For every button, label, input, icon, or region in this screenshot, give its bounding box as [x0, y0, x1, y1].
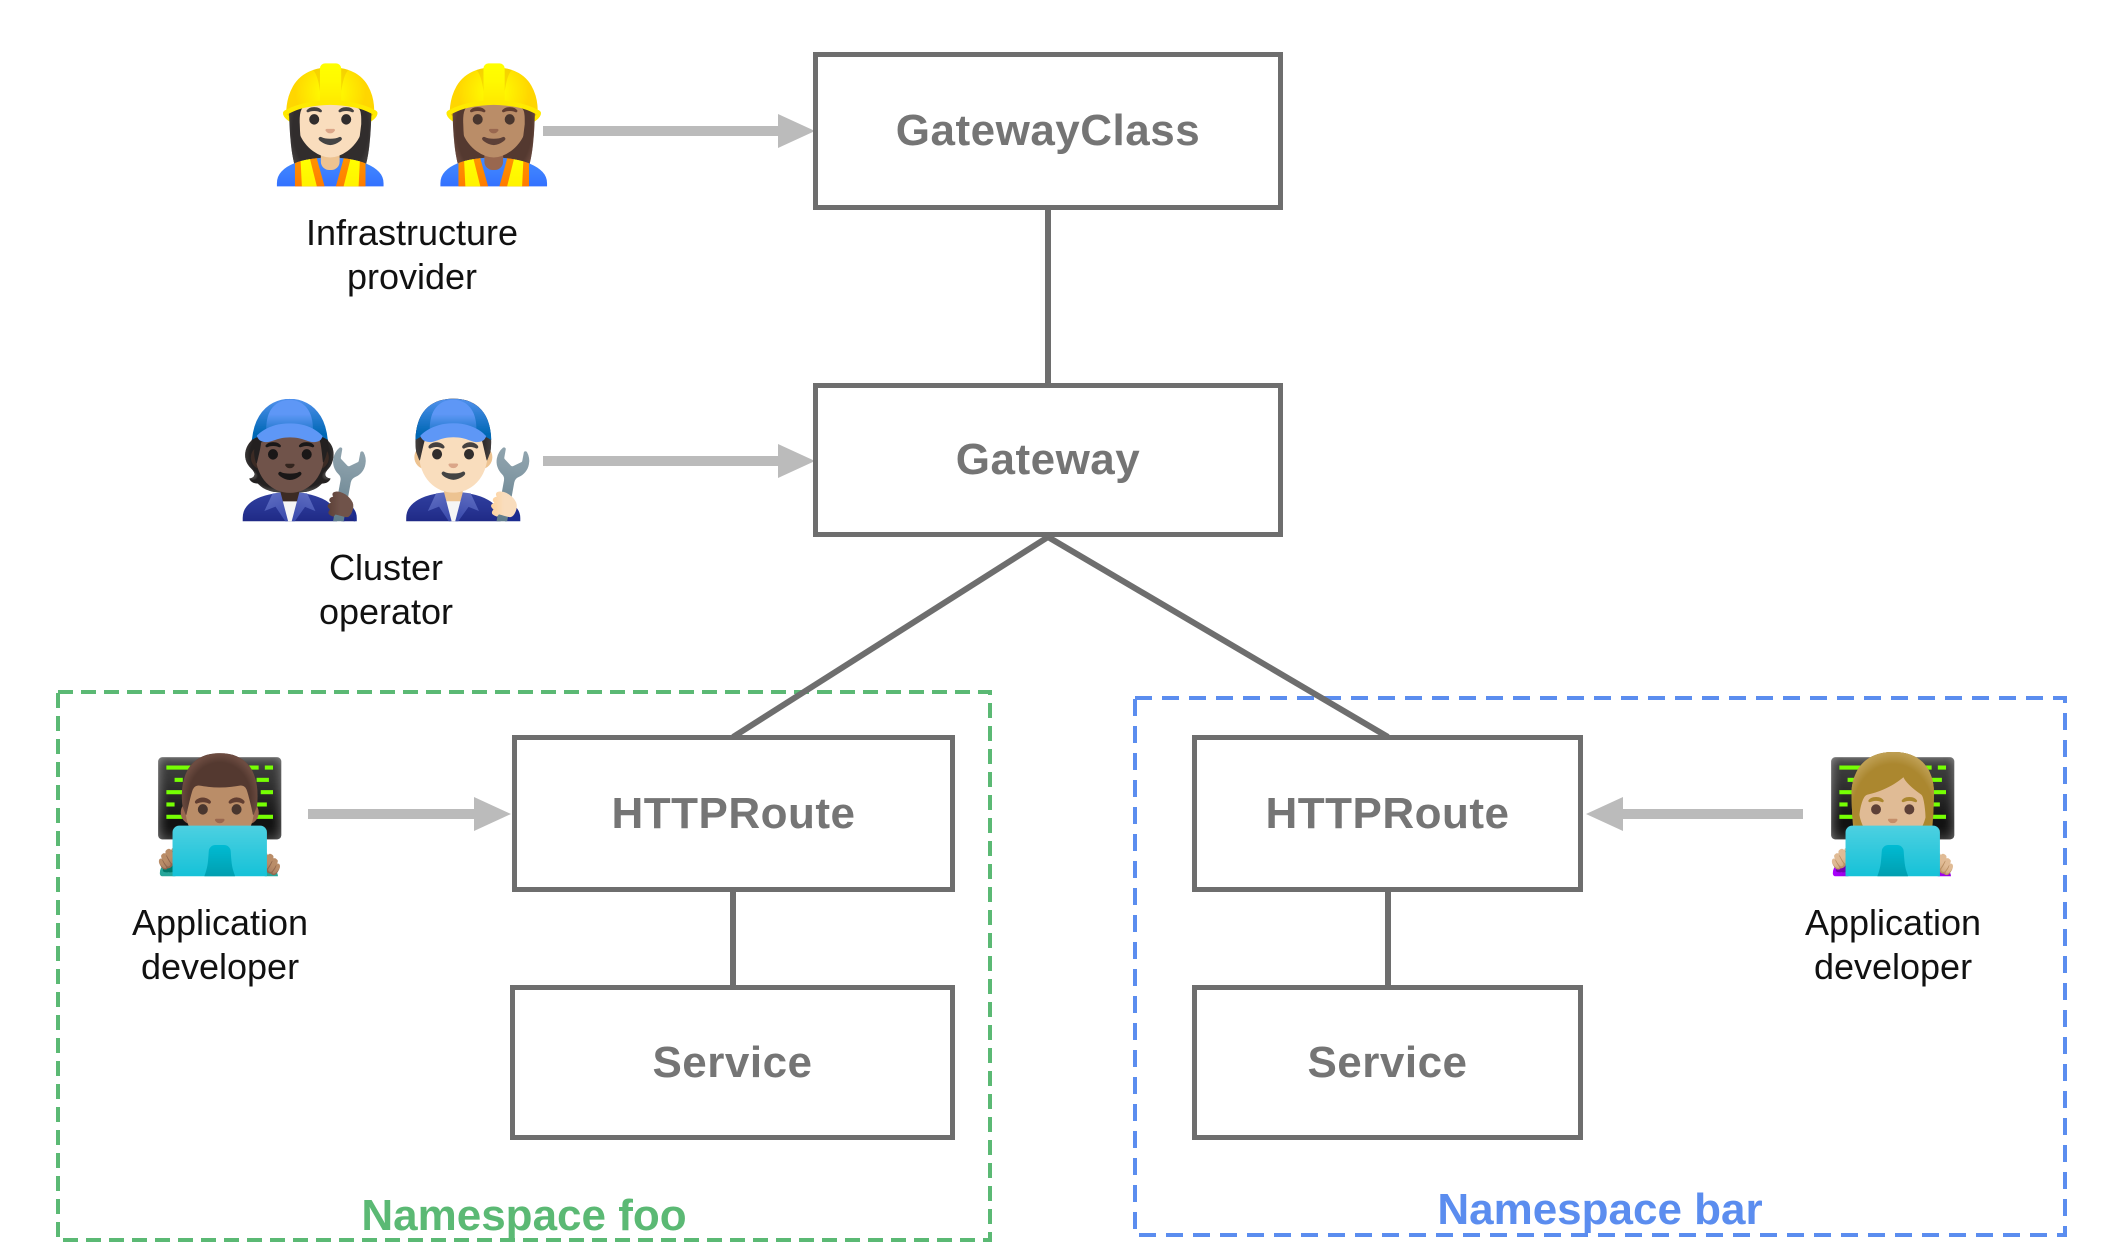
node-service-bar: Service [1192, 985, 1583, 1140]
namespace-bar-boundary [1133, 696, 2067, 1237]
app-developer-foo-label: Application developer [20, 901, 420, 989]
app-developer-bar-label-line1: Application [1804, 902, 1982, 943]
man-mechanic-light-emoji: 👨🏻‍🔧 [398, 395, 538, 525]
app-developer-foo-emoji: 👨🏽‍💻 [20, 745, 420, 885]
persona-infrastructure-provider: 👷🏻‍♀️👷🏽‍♀️ Infrastructure provider [212, 55, 612, 299]
cluster-operator-label-line1: Cluster [328, 547, 444, 588]
woman-construction-worker-medium-emoji: 👷🏽‍♀️ [424, 60, 564, 190]
namespace-foo-boundary [56, 690, 992, 1242]
mechanic-dark-emoji: 🧑🏿‍🔧 [234, 395, 374, 525]
namespace-bar-label: Namespace bar [1437, 1185, 1763, 1234]
man-technologist-emoji: 👨🏽‍💻 [150, 750, 290, 880]
woman-construction-worker-light-emoji: 👷🏻‍♀️ [260, 60, 400, 190]
node-httproute-bar-label: HTTPRoute [1265, 788, 1510, 838]
infrastructure-provider-emojis: 👷🏻‍♀️👷🏽‍♀️ [212, 55, 612, 195]
node-gatewayclass-label: GatewayClass [895, 106, 1201, 155]
node-service-foo: Service [510, 985, 955, 1140]
persona-app-developer-bar: 👩🏼‍💻 Application developer [1693, 745, 2093, 989]
node-service-foo-label: Service [652, 1037, 813, 1087]
cluster-operator-emojis: 🧑🏿‍🔧👨🏻‍🔧 [186, 390, 586, 530]
persona-app-developer-foo: 👨🏽‍💻 Application developer [20, 745, 420, 989]
node-httproute-foo-label: HTTPRoute [611, 788, 856, 838]
connector-gateway-httproute-foo [731, 534, 1050, 740]
persona-cluster-operator: 🧑🏿‍🔧👨🏻‍🔧 Cluster operator [186, 390, 586, 634]
node-gateway-label: Gateway [955, 435, 1141, 484]
app-developer-bar-emoji: 👩🏼‍💻 [1693, 745, 2093, 885]
infrastructure-provider-label: Infrastructure provider [212, 211, 612, 299]
cluster-operator-label: Cluster operator [186, 546, 586, 634]
node-httproute-foo: HTTPRoute [512, 735, 955, 892]
arrow-app-developer-to-httproute-bar [1586, 797, 1803, 831]
app-developer-bar-label: Application developer [1693, 901, 2093, 989]
node-gatewayclass: GatewayClass [813, 52, 1283, 210]
node-service-bar-label: Service [1307, 1037, 1468, 1087]
infrastructure-provider-label-line1: Infrastructure [305, 212, 519, 253]
node-gateway: Gateway [813, 383, 1283, 537]
app-developer-foo-label-line1: Application [131, 902, 309, 943]
connector-gateway-httproute-bar [1046, 534, 1390, 740]
arrow-cluster-operator-to-gateway [543, 444, 815, 478]
app-developer-bar-label-line2: developer [1813, 946, 1973, 987]
namespace-foo-label: Namespace foo [361, 1191, 687, 1240]
arrow-app-developer-to-httproute-foo [308, 797, 511, 831]
node-httproute-bar: HTTPRoute [1192, 735, 1583, 892]
woman-technologist-emoji: 👩🏼‍💻 [1823, 750, 1963, 880]
arrow-infrastructure-provider-to-gatewayclass [543, 114, 815, 148]
cluster-operator-label-line2: operator [318, 591, 454, 632]
infrastructure-provider-label-line2: provider [346, 256, 478, 297]
app-developer-foo-label-line2: developer [140, 946, 300, 987]
